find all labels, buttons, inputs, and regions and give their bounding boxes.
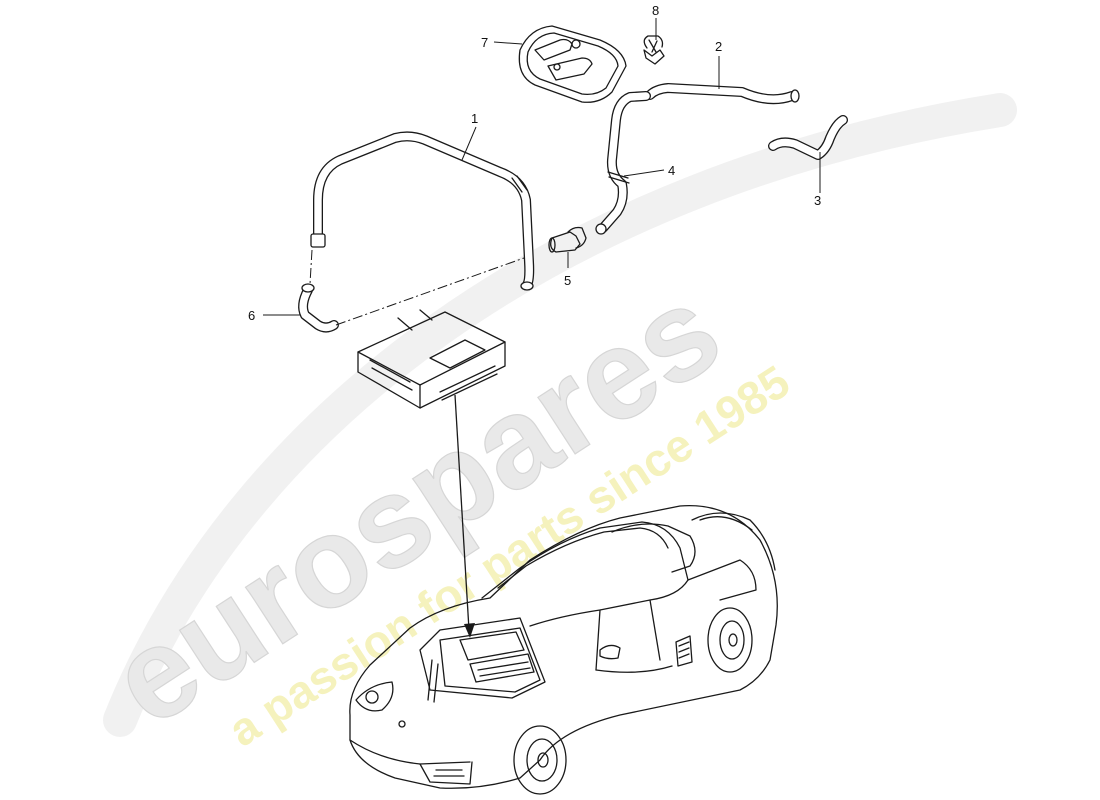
part-8-clip	[643, 35, 665, 65]
callout-8: 8	[652, 3, 659, 18]
part-4-hose	[595, 91, 651, 235]
callout-7: 7	[481, 35, 488, 50]
callout-5: 5	[564, 273, 571, 288]
assembly-lines	[309, 249, 525, 326]
callout-1: 1	[471, 111, 478, 126]
part-3-hose	[768, 115, 848, 160]
part-1-hose	[310, 131, 535, 291]
part-7-bracket	[518, 25, 627, 103]
watermark: eurospares a passion for parts since 198…	[87, 93, 1017, 756]
part-5-connector	[548, 226, 587, 253]
callout-3: 3	[814, 193, 821, 208]
callout-4: 4	[668, 163, 675, 178]
install-arrow	[454, 394, 475, 638]
callout-leaders	[263, 18, 821, 316]
part-6-hose	[298, 283, 339, 333]
control-unit	[357, 309, 506, 409]
callouts: 1 2 3 4 5 6 7 8	[248, 3, 821, 323]
callout-6: 6	[248, 308, 255, 323]
callout-2: 2	[715, 39, 722, 54]
part-2-hose	[645, 83, 800, 105]
car-illustration	[349, 504, 778, 795]
